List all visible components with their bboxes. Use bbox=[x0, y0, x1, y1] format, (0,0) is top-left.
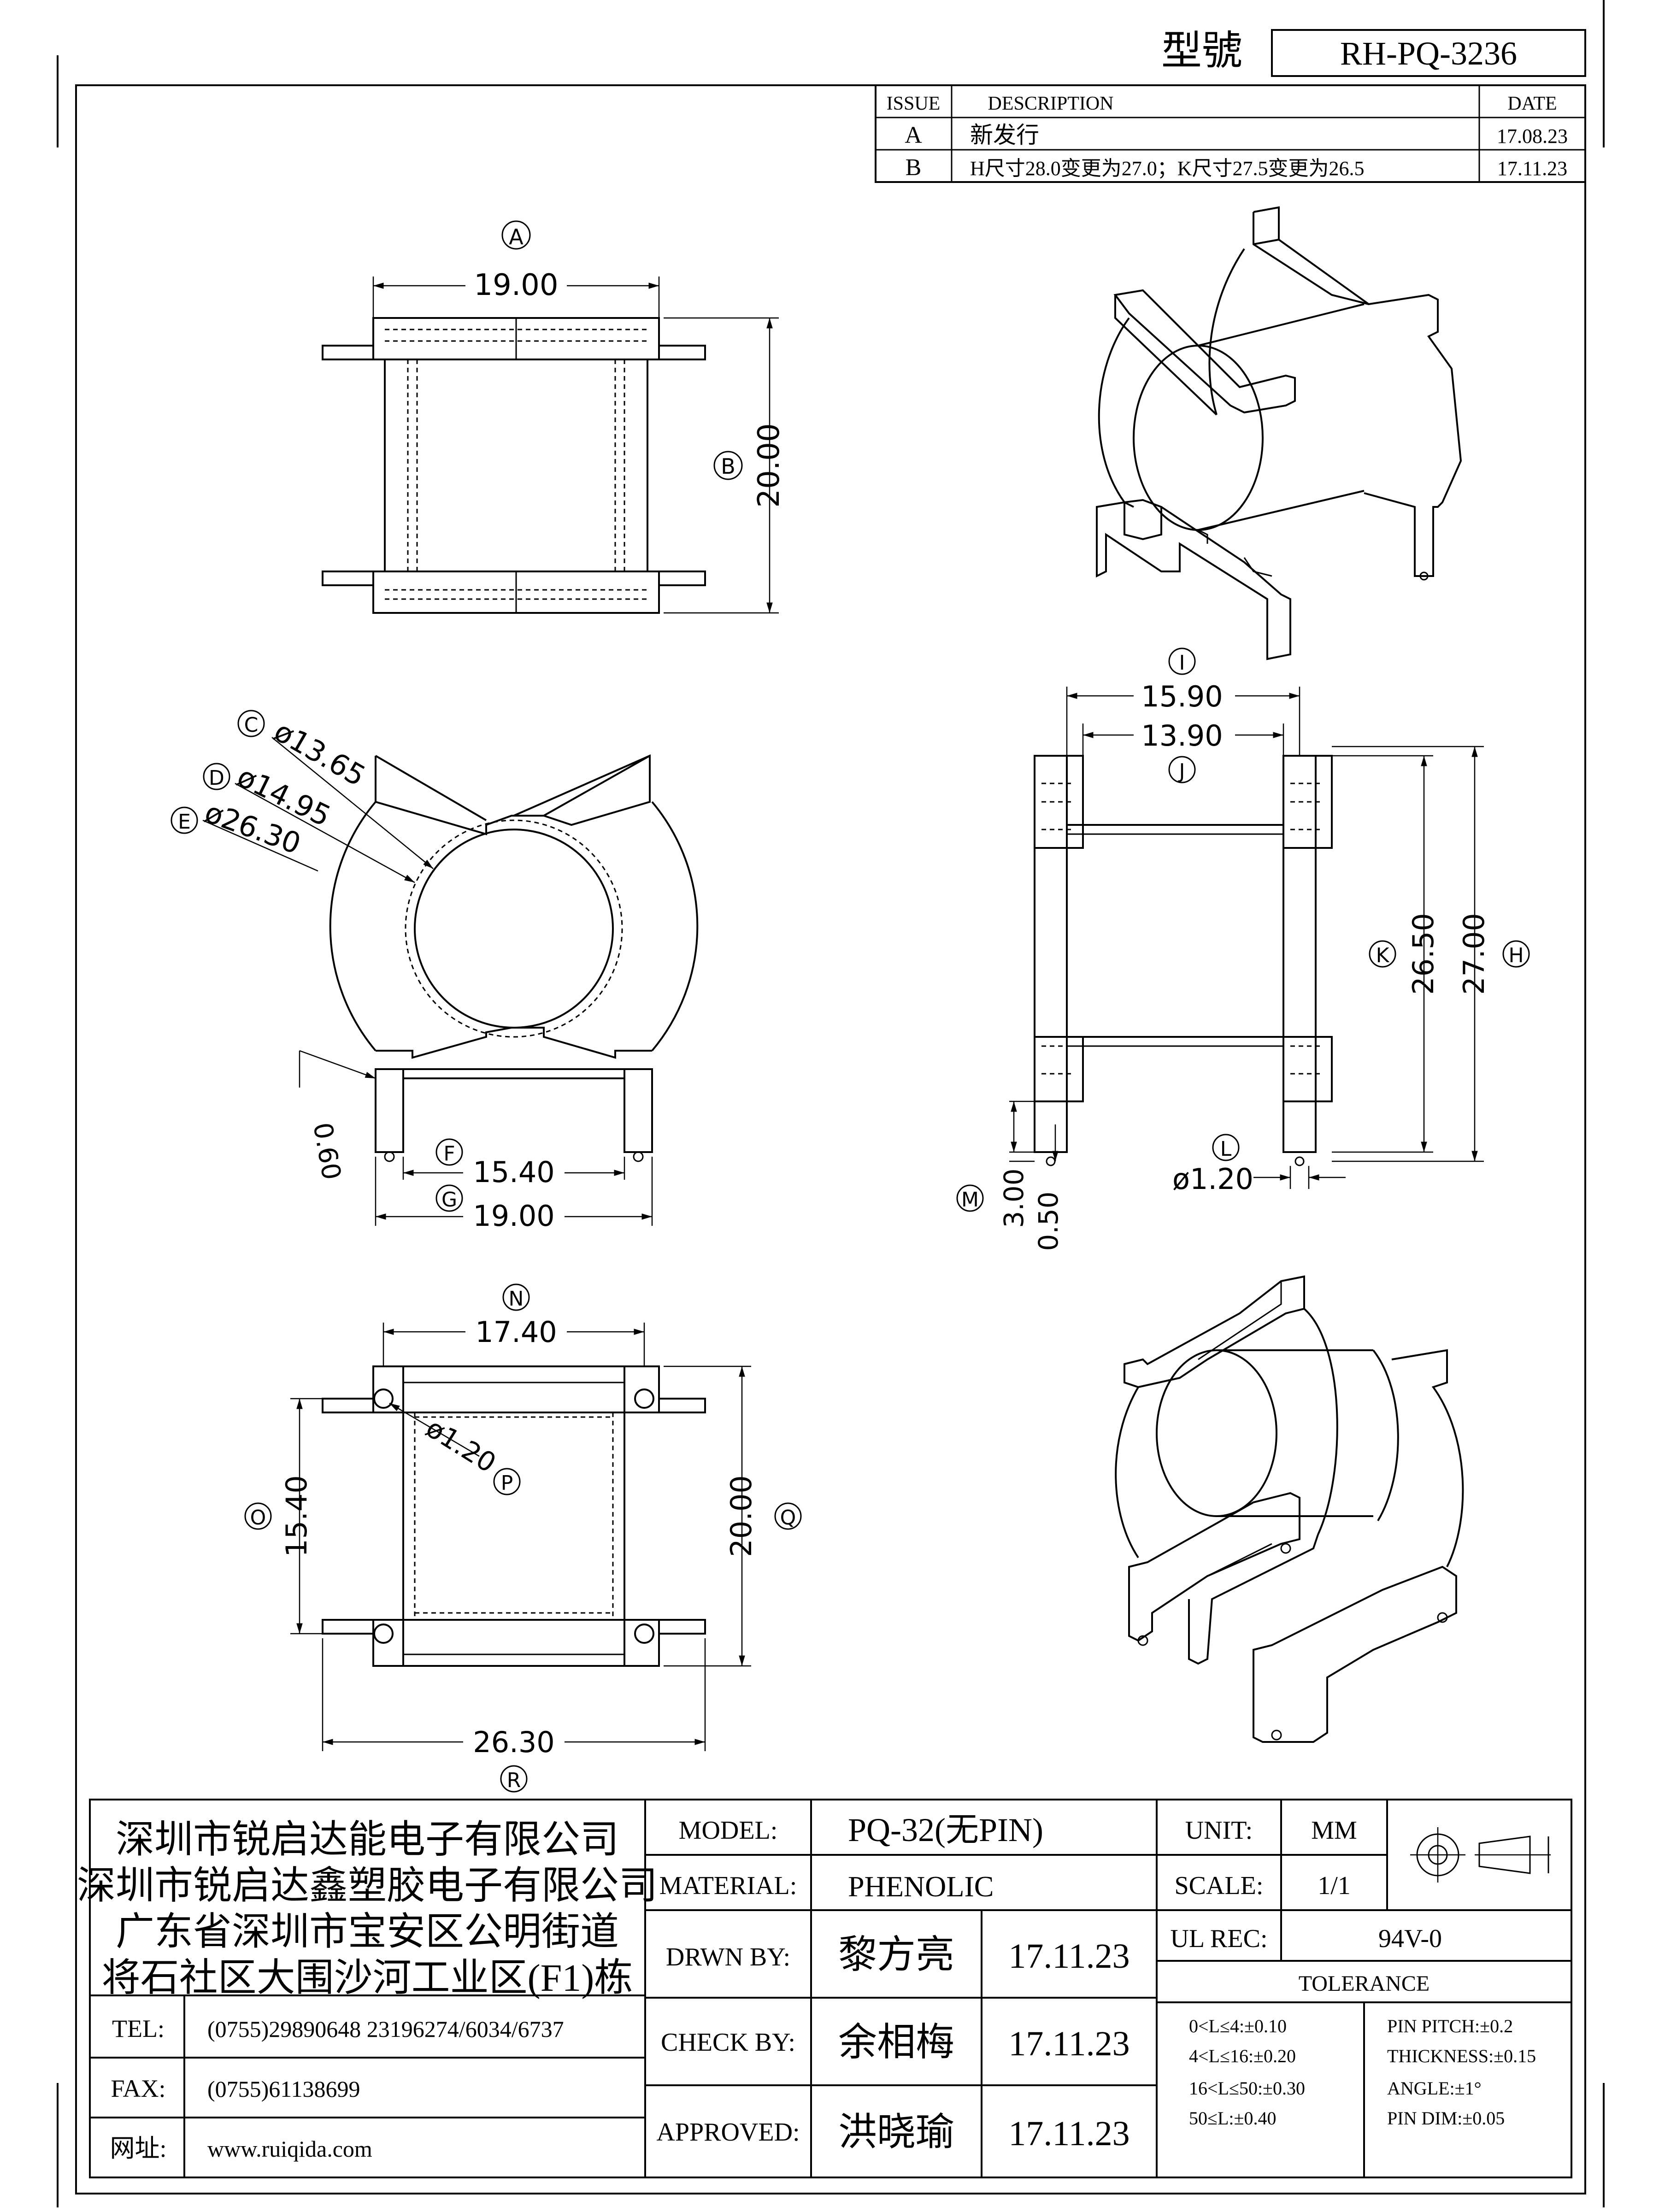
isometric-view-top bbox=[1096, 206, 1462, 660]
dim-e-letter: E bbox=[178, 810, 191, 834]
dim-j-value: 13.90 bbox=[1141, 719, 1223, 753]
model-value: PQ-32(无PIN) bbox=[848, 1812, 1043, 1848]
front-view: ø13.65 ø14.95 ø26.30 C D E 0.60 15.40 F … bbox=[171, 710, 699, 1233]
material-value: PHENOLIC bbox=[848, 1870, 994, 1903]
approved-name: 洪晓瑜 bbox=[838, 2111, 954, 2154]
tel-label: TEL: bbox=[112, 2015, 165, 2042]
tolerance-row: THICKNESS:±0.15 bbox=[1387, 2046, 1536, 2066]
drawing-number-label: 型號 bbox=[1161, 29, 1242, 74]
bottom-view: 17.40 N ø1.20 P 15.40 O 20.00 Q 26.30 R bbox=[244, 1283, 802, 1793]
web-value: www.ruiqida.com bbox=[207, 2136, 372, 2162]
tolerance-row: ANGLE:±1° bbox=[1387, 2078, 1482, 2099]
dim-wall-value: 0.60 bbox=[307, 1120, 347, 1182]
dim-h-value: 27.00 bbox=[1457, 913, 1491, 995]
dim-l-letter: L bbox=[1220, 1137, 1232, 1161]
company-line: 将石社区大围沙河工业区(F1)栋 bbox=[102, 1957, 633, 2000]
tolerance-row: PIN PITCH:±0.2 bbox=[1387, 2016, 1513, 2036]
tolerance-row: 0<L≤4:±0.10 bbox=[1189, 2016, 1287, 2036]
company-line: 广东省深圳市宝安区公明街道 bbox=[116, 1911, 619, 1953]
revision-col-description: DESCRIPTION bbox=[988, 93, 1113, 114]
dim-q-letter: Q bbox=[780, 1506, 796, 1530]
dim-q-value: 20.00 bbox=[724, 1475, 758, 1557]
revision-issue: A bbox=[905, 122, 922, 148]
dim-a-value: 19.00 bbox=[474, 268, 558, 302]
dim-f-value: 15.40 bbox=[473, 1155, 555, 1189]
dim-o-letter: O bbox=[250, 1506, 266, 1530]
revision-col-issue: ISSUE bbox=[887, 93, 941, 114]
dim-a-letter: A bbox=[509, 224, 524, 249]
check-date: 17.11.23 bbox=[1008, 2024, 1130, 2063]
side-view: 15.90 I 13.90 J 26.50 K 27.00 H ø1.20 L bbox=[956, 647, 1530, 1251]
revision-table: ISSUE DESCRIPTION DATE A 新发行 17.08.23 B … bbox=[875, 84, 1586, 183]
approved-date: 17.11.23 bbox=[1008, 2114, 1130, 2153]
top-view: 19.00 A 20.00 B bbox=[322, 220, 786, 614]
projection-symbol-icon bbox=[1410, 1827, 1551, 1883]
tolerance-row: 16<L≤50:±0.30 bbox=[1189, 2078, 1305, 2099]
tolerance-row: PIN DIM:±0.05 bbox=[1387, 2108, 1505, 2129]
dim-l-value: ø1.20 bbox=[1172, 1162, 1253, 1196]
unit-label: UNIT: bbox=[1185, 1816, 1253, 1845]
fax-value: (0755)61138699 bbox=[207, 2076, 360, 2102]
tolerance-row: 4<L≤16:±0.20 bbox=[1189, 2046, 1296, 2066]
dim-h-letter: H bbox=[1508, 944, 1524, 967]
dim-b-value: 20.00 bbox=[752, 423, 786, 507]
title-block: 深圳市锐启达能电子有限公司 深圳市锐启达鑫塑胶电子有限公司 广东省深圳市宝安区公… bbox=[77, 1799, 1572, 2178]
unit-value: MM bbox=[1311, 1816, 1357, 1845]
dim-g-value: 19.00 bbox=[473, 1199, 555, 1233]
drawn-date: 17.11.23 bbox=[1008, 1937, 1130, 1976]
sheet-frame bbox=[57, 0, 1605, 2207]
revision-col-date: DATE bbox=[1507, 93, 1557, 114]
dim-m2-value: 0.50 bbox=[1033, 1191, 1064, 1251]
check-by-label: CHECK BY: bbox=[661, 2028, 795, 2057]
drawing-number-value: RH-PQ-3236 bbox=[1340, 35, 1517, 72]
dim-n-letter: N bbox=[509, 1287, 524, 1311]
approved-label: APPROVED: bbox=[656, 2118, 800, 2147]
dim-g-letter: G bbox=[441, 1188, 457, 1212]
revision-date: 17.11.23 bbox=[1497, 157, 1567, 180]
dim-k-letter: K bbox=[1376, 944, 1390, 967]
company-line: 深圳市锐启达鑫塑胶电子有限公司 bbox=[77, 1865, 658, 1907]
revision-description: 新发行 bbox=[970, 122, 1039, 148]
web-label: 网址: bbox=[110, 2135, 166, 2162]
tel-value: (0755)29890648 23196274/6034/6737 bbox=[207, 2016, 564, 2042]
dim-m-letter: M bbox=[961, 1188, 979, 1212]
dim-m-value: 3.00 bbox=[998, 1168, 1030, 1228]
ul-rec-value: 94V-0 bbox=[1378, 1924, 1442, 1953]
drawn-by-label: DRWN BY: bbox=[666, 1943, 790, 1971]
scale-label: SCALE: bbox=[1175, 1871, 1264, 1900]
dim-o-value: 15.40 bbox=[280, 1475, 313, 1557]
dim-i-value: 15.90 bbox=[1141, 680, 1223, 713]
revision-date: 17.08.23 bbox=[1497, 125, 1568, 147]
dim-p-letter: P bbox=[501, 1471, 513, 1495]
dim-j-letter: J bbox=[1178, 759, 1185, 783]
revision-issue: B bbox=[906, 154, 922, 181]
model-label: MODEL: bbox=[679, 1816, 778, 1845]
tolerance-row: 50≤L:±0.40 bbox=[1189, 2108, 1276, 2129]
dim-p-value: ø1.20 bbox=[421, 1412, 502, 1479]
dim-f-letter: F bbox=[443, 1142, 455, 1165]
tolerance-label: TOLERANCE bbox=[1299, 1971, 1430, 1996]
dim-d-letter: D bbox=[209, 766, 224, 790]
material-label: MATERIAL: bbox=[659, 1871, 797, 1900]
check-by-name: 余相梅 bbox=[838, 2021, 954, 2064]
company-line: 深圳市锐启达能电子有限公司 bbox=[116, 1818, 619, 1861]
dim-n-value: 17.40 bbox=[475, 1315, 557, 1349]
dim-k-value: 26.50 bbox=[1406, 913, 1440, 995]
dim-r-letter: R bbox=[507, 1769, 521, 1792]
fax-label: FAX: bbox=[111, 2075, 165, 2102]
drawn-by-name: 黎方亮 bbox=[838, 1934, 954, 1977]
dim-b-letter: B bbox=[721, 454, 735, 479]
revision-description: H尺寸28.0变更为27.0；K尺寸27.5变更为26.5 bbox=[970, 157, 1365, 180]
ul-rec-label: UL REC: bbox=[1170, 1924, 1267, 1953]
drawing-number-box: 型號 RH-PQ-3236 bbox=[1161, 29, 1586, 77]
dim-r-value: 26.30 bbox=[473, 1725, 555, 1759]
dim-i-letter: I bbox=[1179, 651, 1185, 675]
isometric-view-bottom bbox=[1115, 1275, 1464, 1743]
dim-c-letter: C bbox=[244, 713, 259, 737]
scale-value: 1/1 bbox=[1318, 1871, 1351, 1900]
